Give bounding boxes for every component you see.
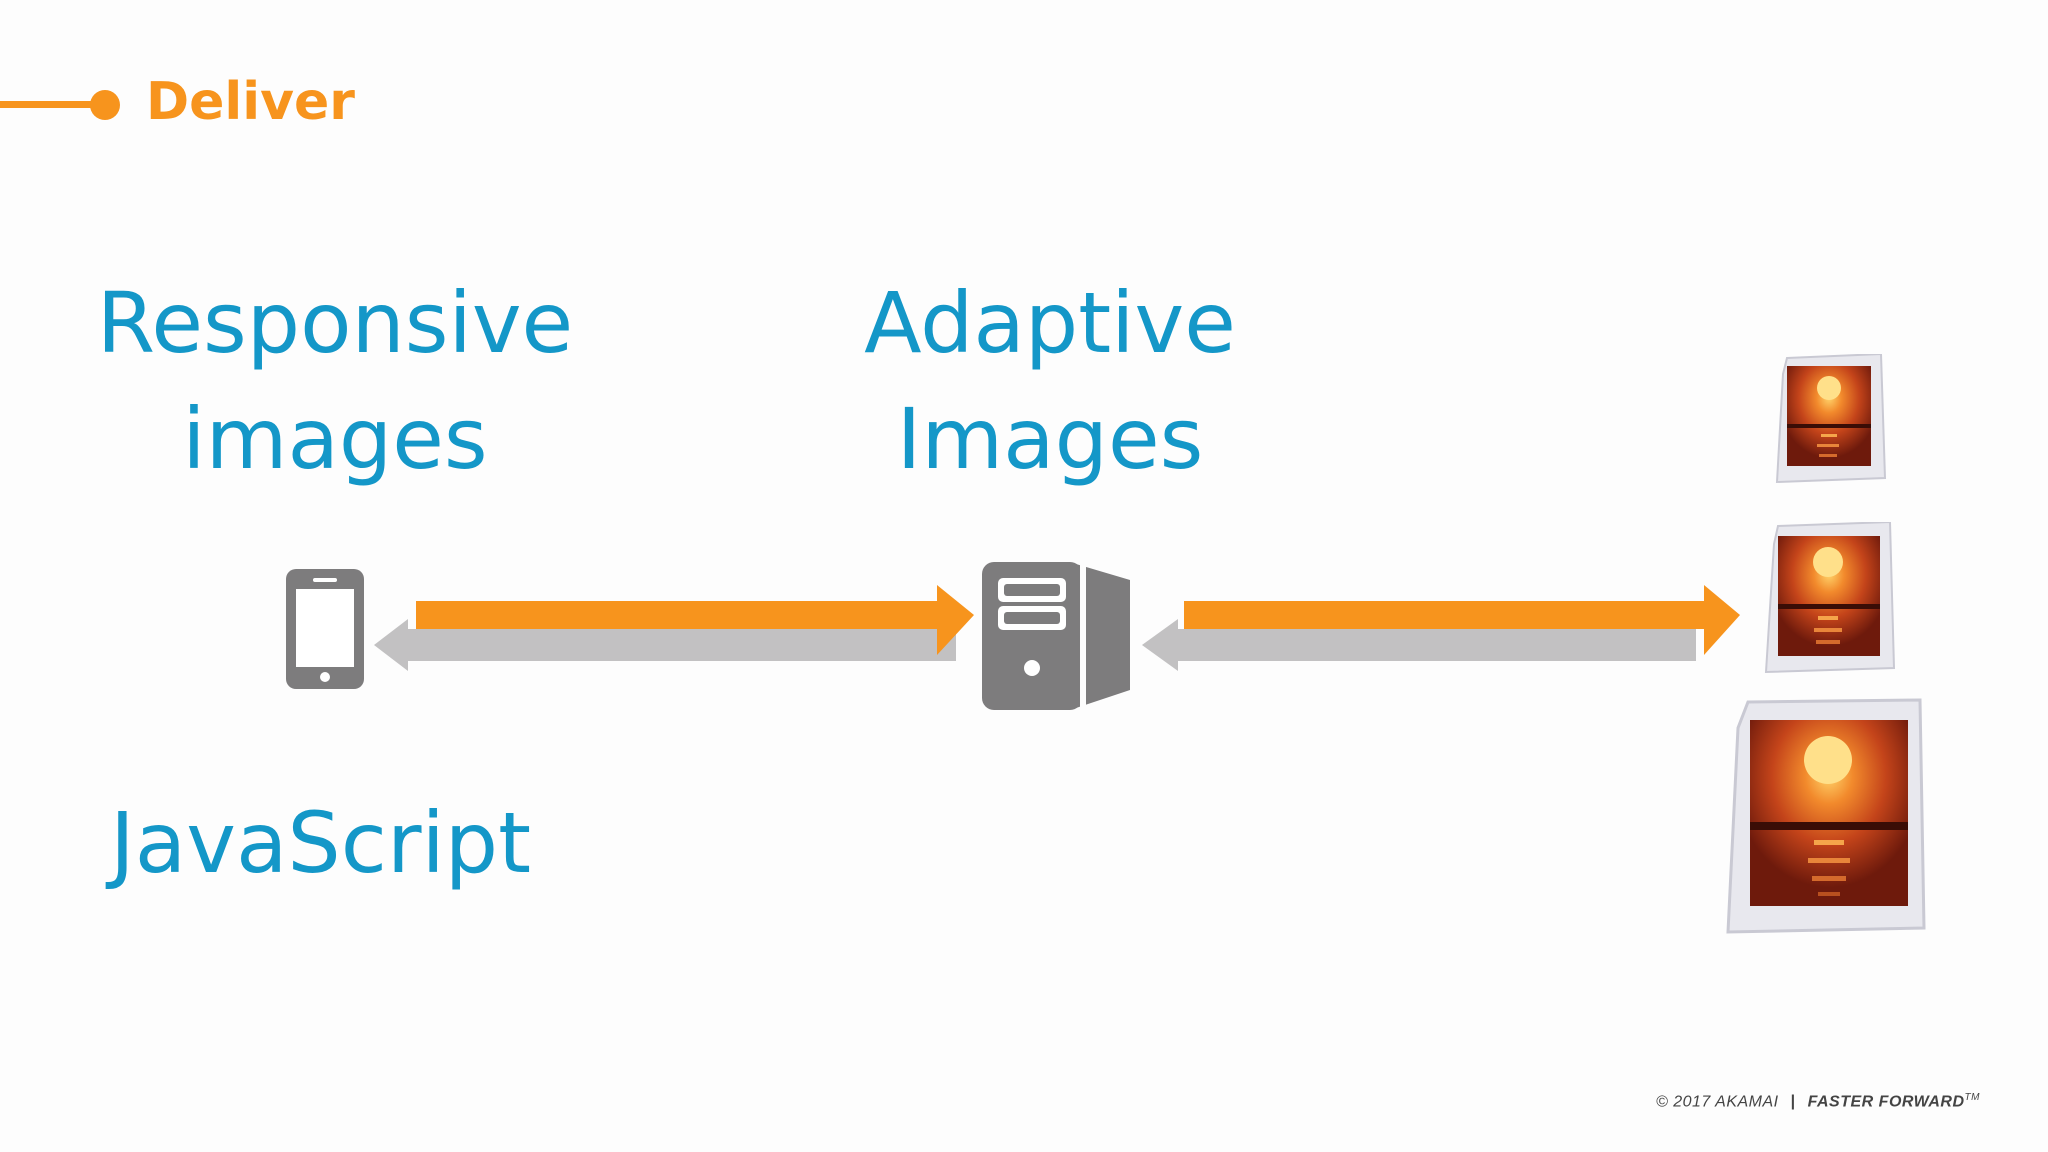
image-file-icon-small [1773, 352, 1887, 491]
footer-trademark: TM [1964, 1092, 1980, 1103]
request-arrow-left [374, 582, 974, 677]
javascript-label: JavaScript [110, 794, 532, 892]
server-tower-icon [980, 560, 1132, 717]
section-dot [90, 90, 120, 120]
section-line [0, 101, 100, 108]
footer: © 2017 AKAMAI | FASTER FORWARDTM [1656, 1092, 1980, 1111]
response-arrow-right [1142, 582, 1742, 677]
footer-tagline: FASTER FORWARD [1807, 1093, 1965, 1111]
adaptive-label-line1: Adaptive [864, 274, 1236, 372]
footer-copyright: © 2017 AKAMAI [1655, 1093, 1779, 1111]
responsive-label-line2: images [182, 390, 488, 488]
smartphone-icon [286, 569, 364, 694]
image-file-icon-medium [1762, 520, 1896, 681]
responsive-label-line1: Responsive [96, 274, 574, 372]
image-file-icon-large [1724, 698, 1928, 939]
section-title: Deliver [146, 72, 355, 132]
footer-separator: | [1790, 1093, 1796, 1111]
adaptive-label-line2: Images [896, 390, 1204, 488]
